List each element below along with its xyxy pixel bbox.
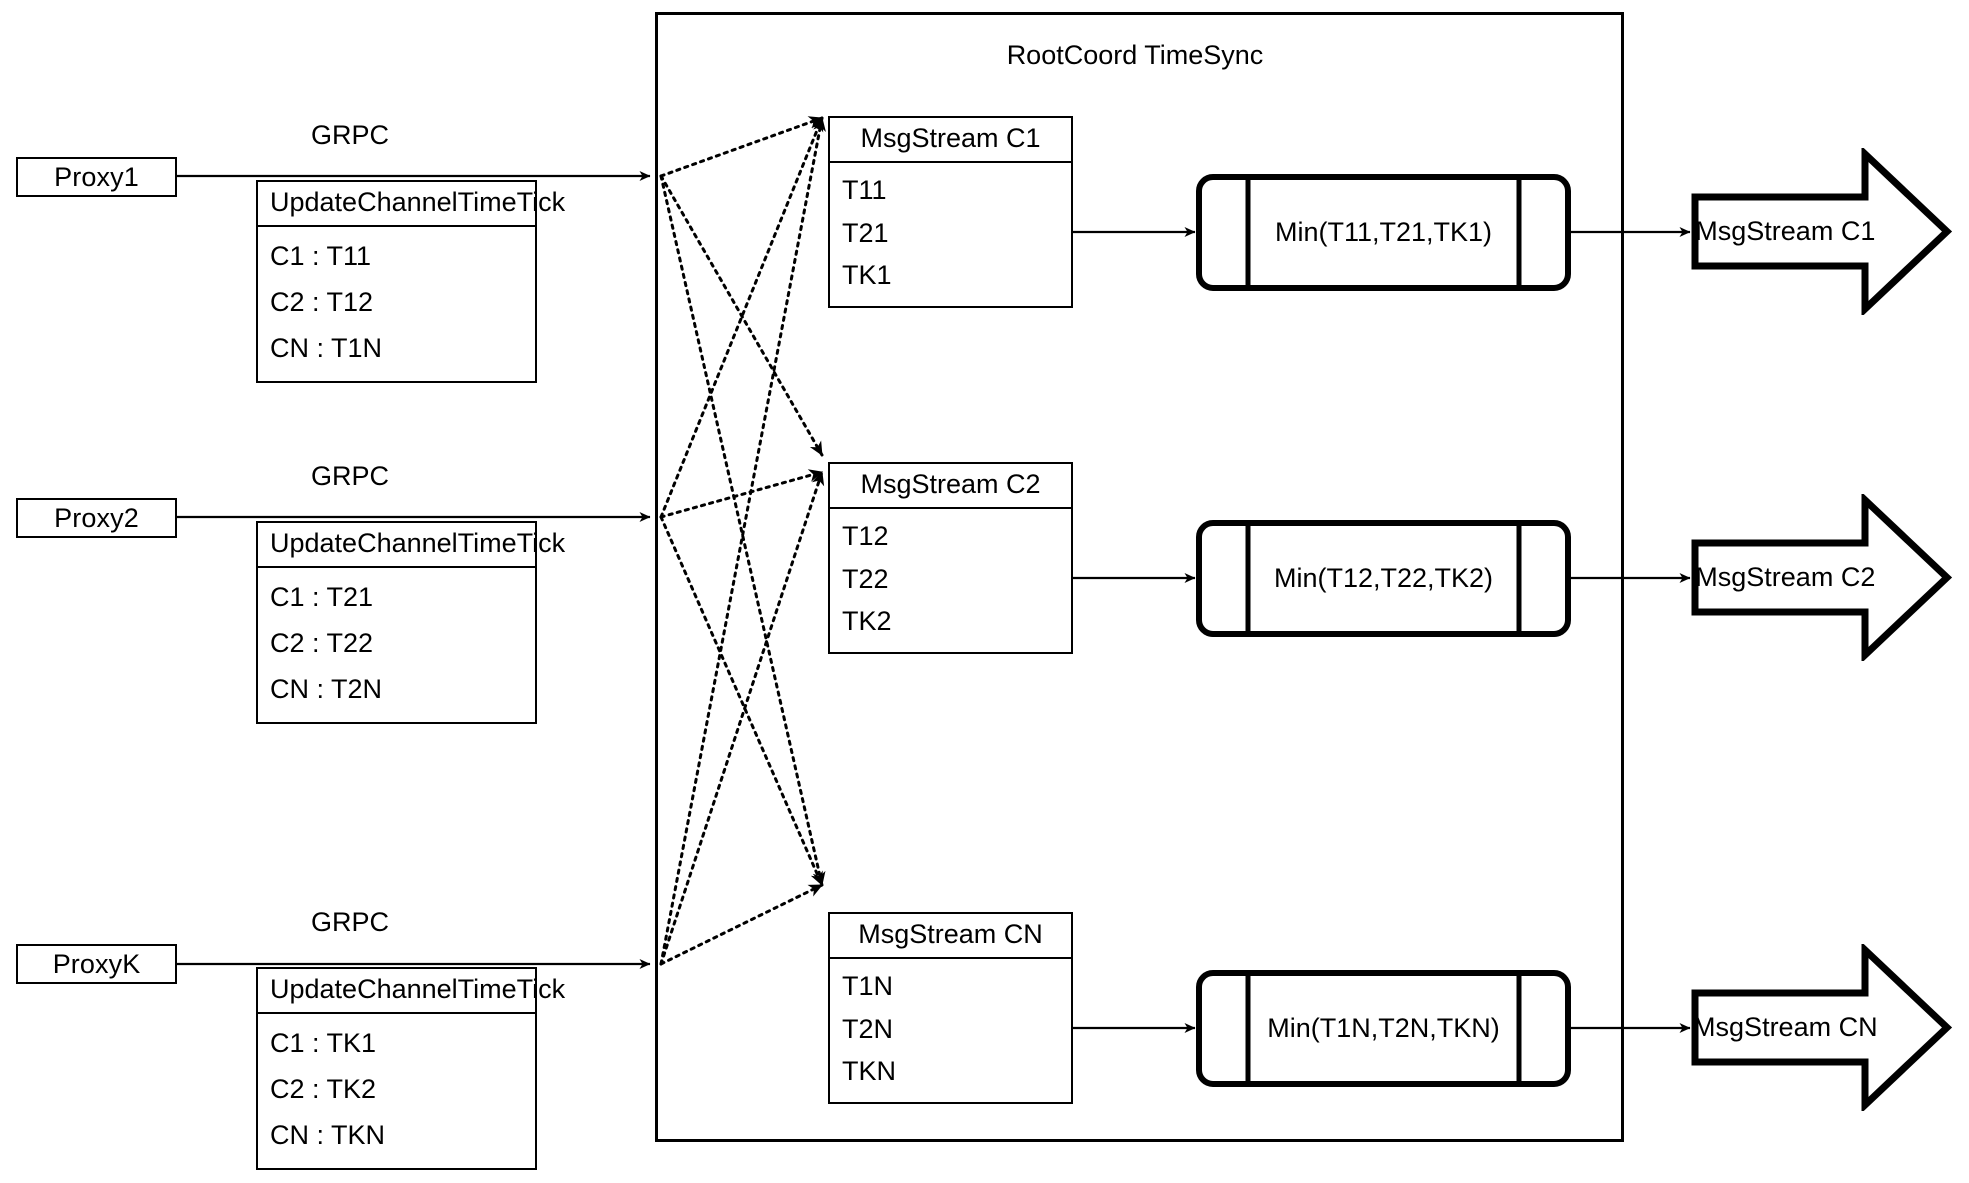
- list-item: T2N: [842, 1013, 894, 1044]
- table-row: CN : TKN: [270, 1119, 386, 1150]
- grpc-label-2: GRPC: [310, 461, 389, 491]
- msgstream-table-cn: MsgStream CN T1N T2N TKN: [828, 912, 1073, 1104]
- list-item: T22: [842, 563, 889, 594]
- table-row: C2 : T22: [270, 627, 374, 658]
- output-block-arrow-cn: MsgStream CN: [1691, 944, 1953, 1111]
- output-label-c2: MsgStream C2: [1695, 562, 1876, 592]
- table-header-k: UpdateChannelTimeTick: [258, 969, 565, 1015]
- table-row: C2 : T12: [270, 286, 374, 317]
- list-item: T11: [842, 175, 887, 206]
- output-block-arrow-c1: MsgStream C1: [1691, 148, 1953, 315]
- min-process-label-c1: Min(T11,T21,TK1): [1274, 217, 1493, 247]
- proxy-label-2: Proxy2: [54, 502, 139, 533]
- table-header-1: UpdateChannelTimeTick: [258, 182, 565, 228]
- proxy-label-1: Proxy1: [54, 161, 139, 192]
- table-body-k: C1 : TK1 C2 : TK2 CN : TKN: [258, 1014, 535, 1168]
- table-body-1: C1 : T11 C2 : T12 CN : T1N: [258, 227, 535, 381]
- table-row: C1 : TK1: [270, 1028, 377, 1059]
- msgstream-body-c1: T11 T21 TK1: [830, 163, 1071, 306]
- proxy-label-k: ProxyK: [52, 948, 141, 979]
- msgstream-header-cn: MsgStream CN: [830, 914, 1071, 960]
- table-row: CN : T1N: [270, 332, 383, 363]
- msgstream-body-cn: T1N T2N TKN: [830, 959, 1071, 1102]
- update-channel-timetick-table-2: UpdateChannelTimeTick C1 : T21 C2 : T22 …: [256, 521, 565, 724]
- list-item: T21: [842, 217, 889, 248]
- proxy-box-1[interactable]: Proxy1: [16, 157, 177, 197]
- msgstream-table-c2: MsgStream C2 T12 T22 TK2: [828, 462, 1073, 654]
- proxy-box-k[interactable]: ProxyK: [16, 944, 177, 984]
- msgstream-header-c1: MsgStream C1: [830, 118, 1071, 164]
- list-item: T1N: [842, 971, 894, 1002]
- output-label-cn: MsgStream CN: [1693, 1012, 1878, 1042]
- list-item: T12: [842, 521, 889, 552]
- proxy-box-2[interactable]: Proxy2: [16, 498, 177, 538]
- table-row: C1 : T21: [270, 582, 374, 613]
- grpc-label-1: GRPC: [310, 120, 389, 150]
- output-label-c1: MsgStream C1: [1695, 216, 1876, 246]
- min-process-label-cn: Min(T1N,T2N,TKN): [1267, 1013, 1500, 1043]
- list-item: TK1: [842, 259, 892, 290]
- update-channel-timetick-table-k: UpdateChannelTimeTick C1 : TK1 C2 : TK2 …: [256, 967, 565, 1170]
- output-block-arrow-c2: MsgStream C2: [1691, 494, 1953, 661]
- msgstream-body-c2: T12 T22 TK2: [830, 509, 1071, 652]
- msgstream-table-c1: MsgStream C1 T11 T21 TK1: [828, 116, 1073, 308]
- grpc-label-k: GRPC: [310, 907, 389, 937]
- min-process-cn: Min(T1N,T2N,TKN): [1196, 970, 1571, 1087]
- rootcoord-timesync-group: [655, 12, 1624, 1142]
- update-channel-timetick-table-1: UpdateChannelTimeTick C1 : T11 C2 : T12 …: [256, 180, 565, 383]
- table-body-2: C1 : T21 C2 : T22 CN : T2N: [258, 568, 535, 722]
- list-item: TKN: [842, 1055, 896, 1086]
- msgstream-header-c2: MsgStream C2: [830, 464, 1071, 510]
- list-item: TK2: [842, 605, 892, 636]
- table-row: C1 : T11: [270, 241, 372, 272]
- group-title: RootCoord TimeSync: [1006, 40, 1264, 70]
- min-process-c2: Min(T12,T22,TK2): [1196, 520, 1571, 637]
- table-row: C2 : TK2: [270, 1073, 377, 1104]
- table-header-2: UpdateChannelTimeTick: [258, 523, 565, 569]
- table-row: CN : T2N: [270, 673, 383, 704]
- min-process-c1: Min(T11,T21,TK1): [1196, 174, 1571, 291]
- min-process-label-c2: Min(T12,T22,TK2): [1273, 563, 1494, 593]
